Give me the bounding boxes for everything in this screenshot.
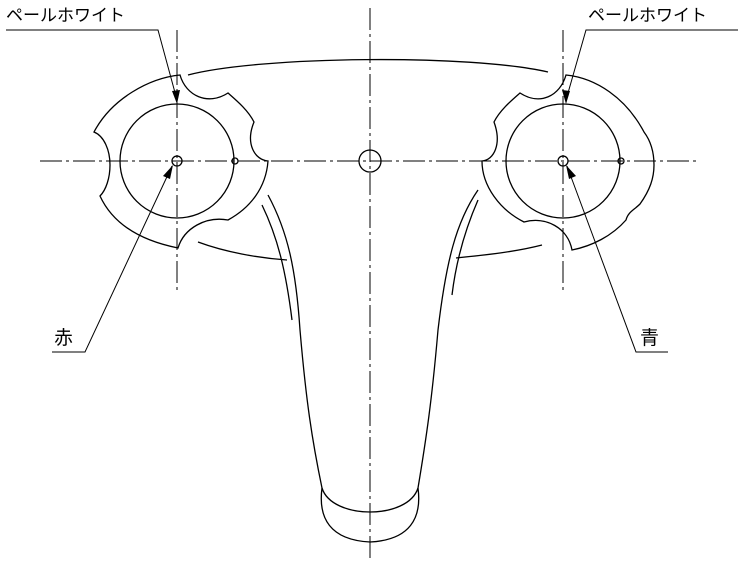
body-top-edge [187, 58, 549, 76]
callout-cold-indicator: 青 [640, 327, 660, 349]
right-handle-lever [481, 74, 655, 251]
callout-left-handle-color: ペールホワイト [6, 6, 125, 26]
right-indicator-dot [557, 155, 569, 167]
leader-red [52, 165, 173, 353]
spout-inner-left [261, 204, 293, 321]
left-handle-pin [231, 157, 239, 165]
arrow-right-handle [562, 90, 570, 104]
arrow-left-handle [172, 90, 180, 104]
callout-right-handle-color: ペールホワイト [588, 6, 707, 26]
body-bottom-edge-right [455, 244, 543, 259]
right-handle-pin [617, 157, 625, 165]
center-button [358, 149, 382, 173]
spout-outline [267, 189, 479, 513]
right-handle-cap [505, 103, 621, 219]
body-bottom-edge-left [197, 241, 288, 261]
callout-hot-indicator: 赤 [54, 327, 74, 349]
leader-right-handle [565, 29, 738, 101]
leader-blue [566, 165, 668, 353]
arrow-blue [566, 165, 576, 179]
spout-inner-right [451, 199, 479, 296]
left-indicator-dot [171, 155, 183, 167]
left-handle-lever [93, 74, 269, 249]
arrow-red [163, 165, 173, 179]
spout-tip-line [320, 487, 420, 543]
leader-left-handle [6, 29, 178, 101]
